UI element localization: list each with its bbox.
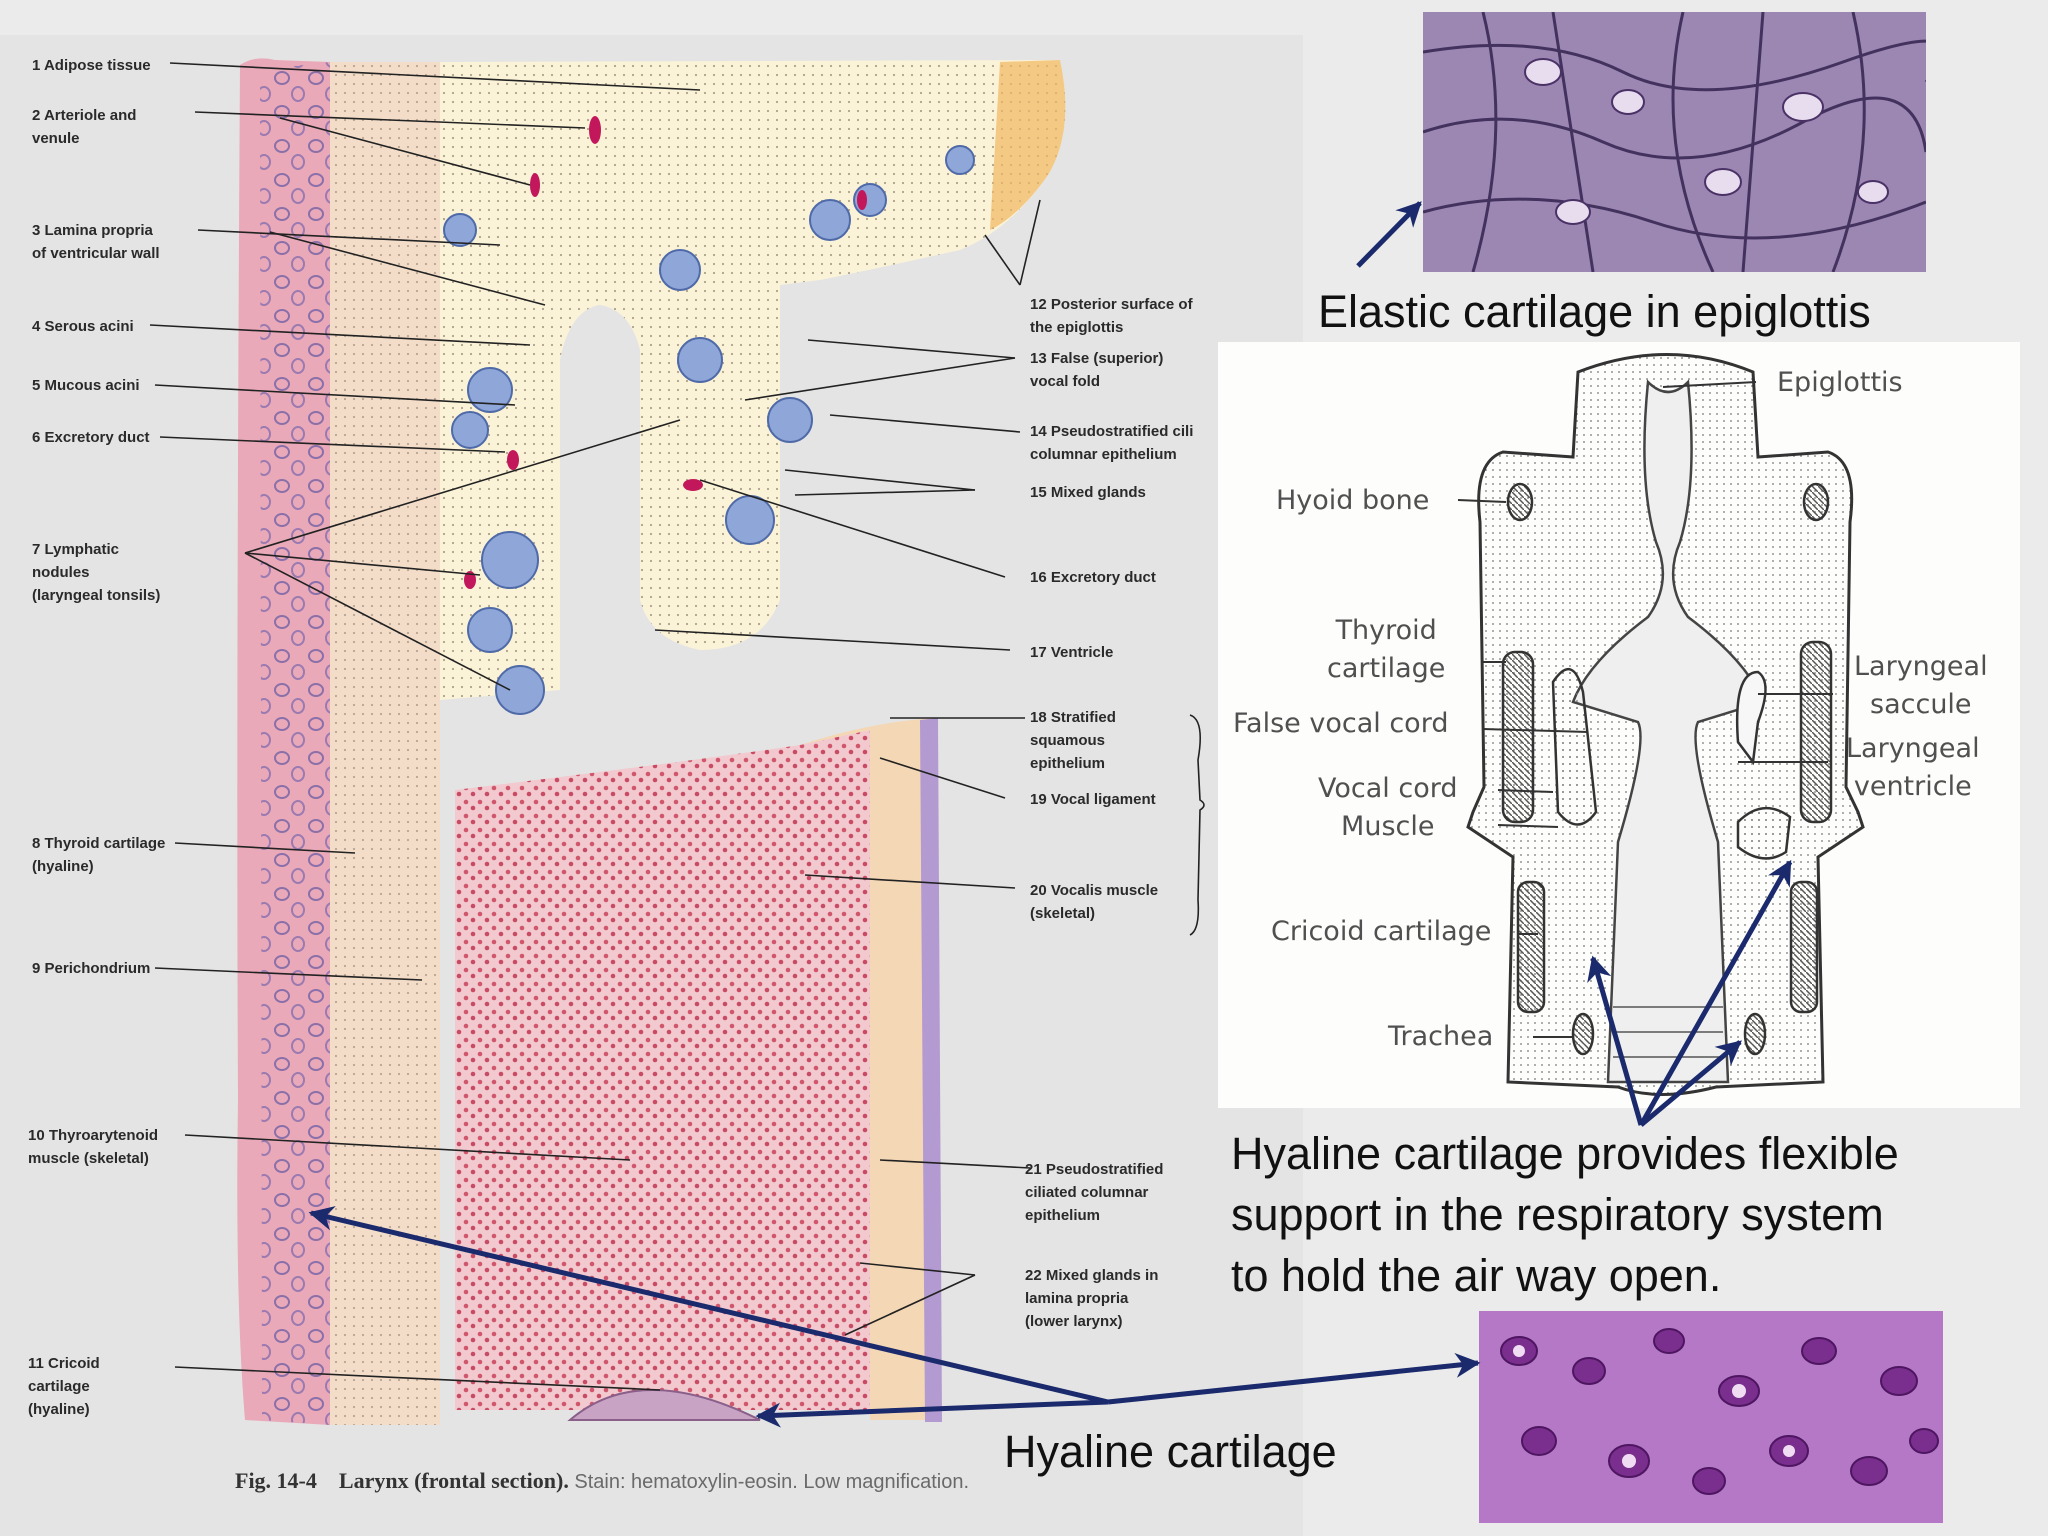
arrow-to-hyaline-photo <box>1107 1352 1481 1405</box>
plate-label-vocal-ligament: 19 Vocal ligament <box>1030 791 1156 808</box>
plate-label-thyroid-cartilage: 8 Thyroid cartilage (hyaline) <box>32 835 166 875</box>
figure-title: Larynx (frontal section). <box>338 1468 569 1493</box>
plate-label-stratified-squamous: 18 Stratified squamous epithelium <box>1030 709 1116 772</box>
plate-label-vocalis-muscle: 20 Vocalis muscle (skeletal) <box>1030 882 1159 922</box>
plate-label-excretory-duct-16: 16 Excretory duct <box>1030 569 1156 586</box>
elastic-cartilage-photo <box>1423 12 1926 272</box>
plate-label-mixed-glands-22: 22 Mixed glands in lamina propria (lower… <box>1025 1267 1159 1330</box>
plate-label-cricoid: 11 Cricoid cartilage (hyaline) <box>28 1355 100 1418</box>
arrow-to-cricoid-dome <box>755 1399 1109 1428</box>
sketch-label-laryngeal-ventricle: Laryngeal ventricle <box>1846 733 1980 802</box>
plate-label-adipose: 1 Adipose tissue <box>32 57 151 74</box>
plate-label-excretory-duct: 6 Excretory duct <box>32 429 150 446</box>
sketch-label-thyroid-cartilage: Thyroid cartilage <box>1327 615 1446 684</box>
plate-label-mucous-acini: 5 Mucous acini <box>32 377 140 394</box>
figure-stain: Stain: hematoxylin-eosin. Low magnificat… <box>574 1471 970 1493</box>
plate-label-mixed-glands: 15 Mixed glands <box>1030 484 1146 501</box>
sketch-label-trachea: Trachea <box>1388 1021 1494 1052</box>
sketch-label-laryngeal-saccule: Laryngeal saccule <box>1854 651 1988 720</box>
plate-label-arteriole: 2 Arteriole and venule <box>32 107 137 147</box>
sketch-label-cricoid-cartilage: Cricoid cartilage <box>1271 916 1492 947</box>
hyaline-cartilage-caption: Hyaline cartilage <box>1004 1426 1337 1477</box>
plate-label-ventricle: 17 Ventricle <box>1030 644 1114 661</box>
hyaline-cartilage-photo <box>1479 1311 1943 1523</box>
plate-label-perichondrium: 9 Perichondrium <box>32 960 151 977</box>
figure-caption: Fig. 14-4 Larynx (frontal section). Stai… <box>235 1468 969 1494</box>
plate-label-pseudostratified-21: 21 Pseudostratified ciliated columnar ep… <box>1025 1161 1164 1224</box>
arrow-to-elastic-photo <box>1356 201 1422 268</box>
arrow-to-thyroid-cartilage <box>308 1206 1109 1405</box>
hyaline-support-caption: Hyaline cartilage provides flexible supp… <box>1231 1128 1899 1301</box>
arrow-to-sketch-cricoid-left <box>1587 955 1644 1126</box>
arrow-to-sketch-trachea <box>1639 1040 1742 1127</box>
arrow-to-sketch-cricoid-right <box>1638 859 1793 1127</box>
plate-label-lamina-propria: 3 Lamina propria of ventricular wall <box>32 222 160 262</box>
sketch-label-hyoid-bone: Hyoid bone <box>1276 485 1430 516</box>
sketch-label-vocal-cord-muscle: Vocal cord Muscle <box>1318 773 1458 842</box>
sketch-label-false-vocal-cord: False vocal cord <box>1233 708 1449 739</box>
figure-number: Fig. 14-4 <box>235 1468 317 1493</box>
elastic-cartilage-caption: Elastic cartilage in epiglottis <box>1318 286 1871 337</box>
sketch-label-epiglottis: Epiglottis <box>1777 367 1903 398</box>
plate-label-serous-acini: 4 Serous acini <box>32 318 134 335</box>
plate-label-thyroarytenoid: 10 Thyroarytenoid muscle (skeletal) <box>28 1127 159 1167</box>
plate-label-pseudostratified: 14 Pseudostratified cili columnar epithe… <box>1030 423 1194 463</box>
plate-label-false-vocal-fold: 13 False (superior) vocal fold <box>1030 350 1164 390</box>
plate-label-lymphatic-nodules: 7 Lymphatic nodules (laryngeal tonsils) <box>32 541 161 604</box>
plate-label-posterior-epiglottis: 12 Posterior surface of the epiglottis <box>1030 296 1193 336</box>
